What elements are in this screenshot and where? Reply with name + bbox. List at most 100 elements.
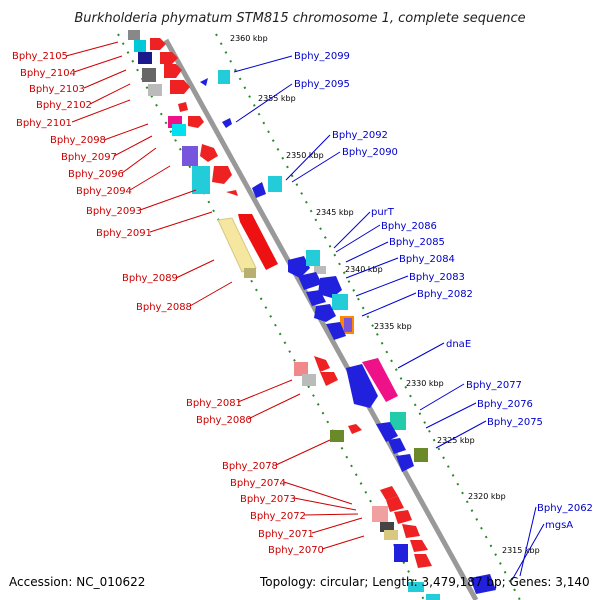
gene-arrow (402, 524, 420, 538)
gene-block (134, 40, 146, 52)
gene-label: dnaE (446, 339, 471, 350)
scale-label: 2350 kbp (286, 151, 324, 160)
gene-block (414, 448, 428, 462)
gene-label: Bphy_2074 (230, 478, 286, 489)
gene-block (426, 594, 440, 600)
gene-block (294, 362, 308, 376)
gene-label: Bphy_2105 (12, 51, 68, 62)
gene-block (148, 84, 162, 96)
gene-arrow (386, 496, 404, 512)
gene-label: Bphy_2094 (76, 186, 132, 197)
gene-block (384, 530, 398, 540)
gene-arrow (414, 554, 432, 568)
gene-arrow (320, 372, 338, 386)
gene-label: Bphy_2083 (409, 272, 465, 283)
gene-label: mgsA (545, 520, 573, 531)
gene-label: Bphy_2095 (294, 79, 350, 90)
scale-label: 2330 kbp (406, 379, 444, 388)
gene-arrow (200, 144, 218, 162)
gene-label: Bphy_2078 (222, 461, 278, 472)
map-title: Burkholderia phymatum STM815 chromosome … (74, 11, 525, 26)
scale-label: 2335 kbp (374, 322, 412, 331)
gene-label: Bphy_2099 (294, 51, 350, 62)
gene-block (142, 68, 156, 82)
gene-label: Bphy_2098 (50, 135, 106, 146)
gene-label: Bphy_2093 (86, 206, 142, 217)
gene-arrow (470, 574, 496, 594)
gene-arrow (150, 38, 166, 50)
gene-label: Bphy_2103 (29, 84, 85, 95)
gene-blocks-plus-strand (128, 30, 432, 592)
gene-arrow (410, 540, 428, 552)
gene-arrow (212, 166, 232, 184)
gene-label: Bphy_2086 (381, 221, 437, 232)
right-leader-lines (233, 55, 545, 581)
gene-arrow (314, 356, 330, 372)
gene-block (244, 268, 256, 278)
left-leader-lines (65, 41, 365, 550)
gene-label: Bphy_2088 (136, 302, 192, 313)
gene-block (192, 166, 210, 194)
gene-label: Bphy_2071 (258, 529, 314, 540)
left-gene-labels: Bphy_2105 Bphy_2104 Bphy_2103 Bphy_2102 … (12, 51, 324, 556)
right-gene-labels: Bphy_2099 Bphy_2095 Bphy_2092 Bphy_2090 … (294, 51, 593, 531)
gene-block (390, 412, 406, 430)
gene-block (218, 70, 230, 84)
gene-block (372, 506, 388, 522)
gene-arrow (252, 182, 266, 198)
gene-label: Bphy_2081 (186, 398, 242, 409)
gene-arrow (346, 364, 378, 408)
scale-labels: 2360 kbp 2355 kbp 2350 kbp 2345 kbp 2340… (230, 34, 540, 555)
gene-arrow (380, 486, 398, 500)
gene-label: purT (371, 207, 395, 218)
gene-arrow (288, 256, 310, 278)
gene-arrow (396, 454, 414, 472)
gene-label: Bphy_2096 (68, 169, 124, 180)
gene-block (128, 30, 140, 40)
gene-arrow (226, 190, 238, 196)
gene-label: Bphy_2062 (537, 503, 593, 514)
gene-block (302, 374, 316, 386)
accession-text: Accession: NC_010622 (9, 575, 145, 589)
gene-block (182, 146, 198, 166)
gene-block (332, 294, 348, 310)
gene-arrow (298, 272, 322, 290)
gene-arrow (376, 422, 398, 442)
gene-label: Bphy_2077 (466, 380, 522, 391)
gene-label: Bphy_2070 (268, 545, 324, 556)
gene-block (362, 358, 398, 402)
gene-arrow (318, 276, 342, 298)
gene-arrow (160, 52, 178, 64)
gene-label: Bphy_2082 (417, 289, 473, 300)
gene-label: Bphy_2073 (240, 494, 296, 505)
scale-label: 2345 kbp (316, 208, 354, 217)
gene-arrow (222, 118, 232, 128)
gene-block (408, 582, 424, 592)
topology-text: Topology: circular; Length: 3,479,187 bp… (259, 575, 590, 589)
gene-blocks-minus-strand (200, 70, 496, 600)
outer-right-track (215, 33, 521, 600)
gene-arrow (348, 424, 362, 434)
scale-label: 2325 kbp (437, 436, 475, 445)
gene-label: Bphy_2080 (196, 415, 252, 426)
gene-label: Bphy_2097 (61, 152, 117, 163)
gene-arrow (164, 64, 182, 78)
scale-label: 2360 kbp (230, 34, 268, 43)
gene-arrow (238, 214, 278, 270)
gene-label: Bphy_2101 (16, 118, 72, 129)
gene-block (306, 250, 320, 266)
gene-arrow (200, 78, 208, 86)
scale-label: 2355 kbp (258, 94, 296, 103)
gene-block (138, 52, 152, 64)
gene-arrow (170, 80, 190, 94)
scale-label: 2315 kbp (502, 546, 540, 555)
scale-label: 2320 kbp (468, 492, 506, 501)
gene-block (314, 266, 326, 274)
gene-label: Bphy_2089 (122, 273, 178, 284)
gene-block (330, 430, 344, 442)
scale-label: 2340 kbp (345, 265, 383, 274)
gene-label: Bphy_2092 (332, 130, 388, 141)
gene-label: Bphy_2085 (389, 237, 445, 248)
gene-label: Bphy_2090 (342, 147, 398, 158)
